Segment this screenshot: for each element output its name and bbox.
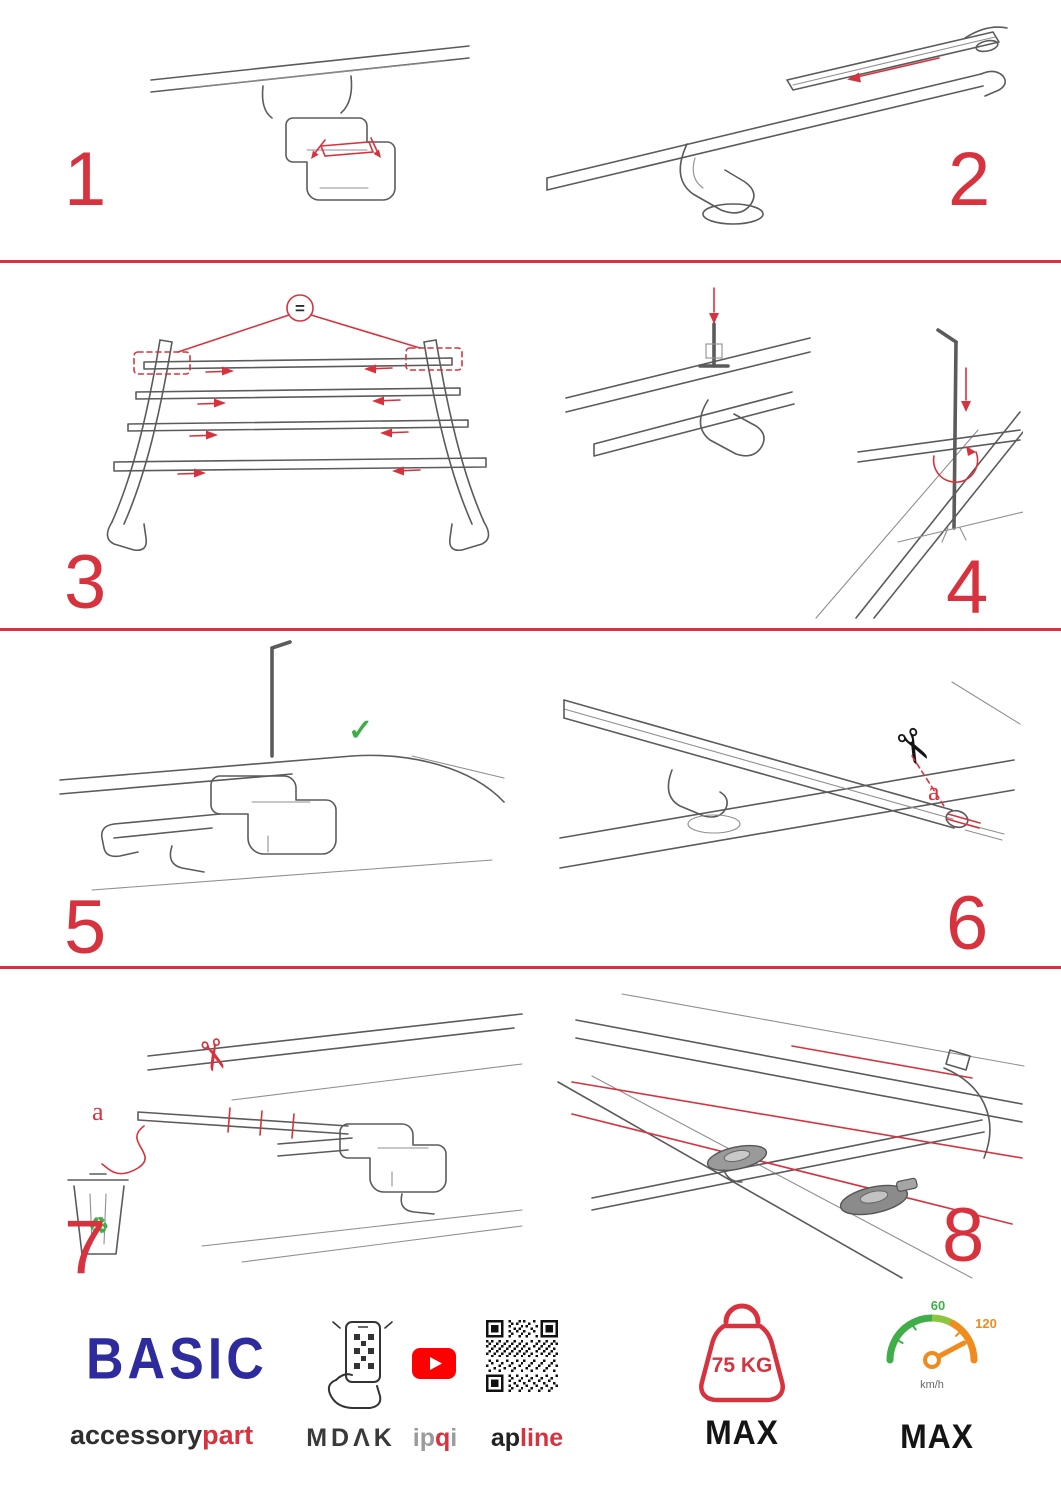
brand-mdak: MDΛK	[306, 1424, 396, 1452]
speed-high-label: 120	[975, 1316, 997, 1331]
speed-unit-label: km/h	[920, 1379, 944, 1391]
tightening-knob	[839, 1177, 918, 1216]
speed-max-label: MAX	[900, 1418, 974, 1456]
step7-illustration: ✂ a ♻	[67, 1013, 523, 1263]
step-6-number: 6	[946, 881, 989, 966]
step-3-number: 3	[64, 540, 107, 625]
step2-illustration	[546, 26, 1008, 225]
brand-apline: apline	[482, 1424, 572, 1453]
equal-spacing-label: =	[295, 299, 305, 318]
tighten-rotation-arrow	[932, 367, 979, 484]
qr-code	[486, 1320, 558, 1392]
apline-suffix: line	[520, 1424, 564, 1452]
apline-prefix: ap	[490, 1424, 521, 1452]
step-8-number: 8	[942, 1193, 985, 1278]
step-5-number: 5	[64, 885, 107, 970]
step-1-number: 1	[64, 137, 107, 222]
step6-illustration: ✂ a	[559, 681, 1021, 869]
trash-bin-icon	[67, 1173, 129, 1255]
equal-spacing-circle	[286, 294, 314, 322]
ok-check-icon: ✓	[348, 714, 373, 747]
section-divider	[0, 966, 1061, 969]
cut-point-label: a	[928, 777, 940, 806]
ipqi-prefix: ip	[412, 1424, 435, 1452]
weight-limit-icon: 75 KG	[699, 1303, 785, 1403]
step-4-number: 4	[946, 545, 989, 630]
ipqi-suffix: i	[450, 1424, 458, 1452]
ipqi-accent: q	[434, 1424, 451, 1452]
speed-low-label: 60	[931, 1298, 945, 1313]
scissors-icon: ✂	[186, 1032, 241, 1078]
accessorypart-prefix: accessory	[70, 1420, 203, 1450]
brand-ipqi: ipqi	[400, 1424, 470, 1453]
section-divider	[0, 628, 1061, 631]
slide-direction-arrow	[847, 57, 940, 83]
youtube-icon	[412, 1348, 456, 1379]
basic-logo: BASIC	[86, 1327, 268, 1393]
weight-max-label: MAX	[705, 1414, 779, 1452]
step4-illustration	[565, 287, 1023, 619]
section-divider	[0, 260, 1061, 263]
insert-plate-red	[311, 137, 381, 159]
step3-illustration: =	[106, 294, 490, 552]
adjust-arrows	[177, 364, 421, 478]
scissors-icon: ✂	[881, 718, 945, 776]
step5-illustration: ✓	[59, 640, 505, 891]
bolt-insert-arrow	[709, 287, 719, 324]
accessorypart-logo: accessorypart	[70, 1420, 253, 1451]
clamp-lever	[706, 1144, 768, 1183]
step-2-number: 2	[948, 137, 991, 222]
weight-limit-value: 75 KG	[712, 1354, 773, 1377]
speed-limit-gauge: 60 120 km/h	[886, 1298, 997, 1391]
recycle-icon: ♻	[88, 1213, 110, 1240]
accessorypart-suffix: part	[202, 1420, 254, 1450]
cut-piece-label: a	[92, 1097, 104, 1126]
phone-scan-icon	[327, 1321, 393, 1409]
step-7-number: 7	[64, 1205, 107, 1290]
step1-illustration	[150, 45, 470, 201]
step8-illustration	[557, 993, 1025, 1279]
